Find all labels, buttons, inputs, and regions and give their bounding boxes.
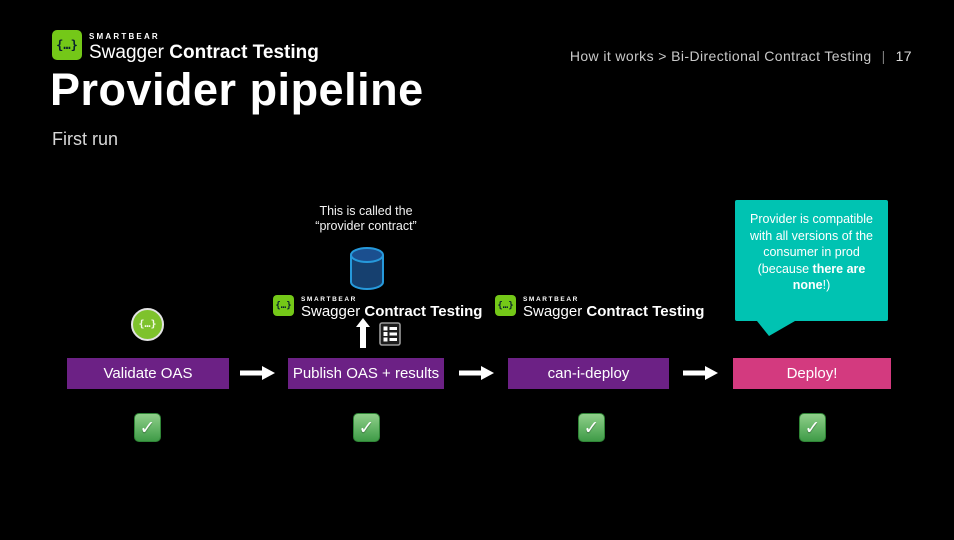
breadcrumb-bar: How it works > Bi-Directional Contract T…: [570, 48, 912, 64]
breadcrumb: How it works > Bi-Directional Contract T…: [569, 48, 872, 64]
callout-text-before: Provider is compatible with all versions…: [750, 212, 873, 276]
flow-arrow-icon: [683, 366, 718, 385]
callout-bubble: Provider is compatible with all versions…: [735, 200, 888, 336]
annotation-line-1: This is called the: [319, 204, 413, 218]
product-name-regular: Swagger: [523, 303, 583, 320]
product-name-bold: Contract Testing: [169, 42, 319, 63]
smartbear-brand-label: SMARTBEAR: [523, 296, 579, 303]
callout-text-after: !): [822, 278, 831, 292]
step-deploy: Deploy!: [733, 358, 891, 389]
swagger-circle-icon: {…}: [131, 308, 164, 341]
flow-arrow-icon: [240, 366, 275, 385]
page-number: 17: [895, 48, 912, 64]
slide-subtitle: First run: [52, 129, 119, 149]
callout-tail: [757, 321, 795, 336]
step-publish-oas-results: Publish OAS + results: [288, 358, 444, 389]
smartbear-braces-icon: {…}: [52, 30, 82, 60]
smartbear-brand-label: SMARTBEAR: [89, 32, 160, 41]
smartbear-braces-icon: {…}: [495, 295, 516, 316]
check-icon: ✓: [353, 413, 380, 442]
flow-arrow-icon: [459, 366, 494, 385]
product-name-regular: Swagger: [89, 42, 164, 63]
check-icon: ✓: [799, 413, 826, 442]
product-name: Swagger Contract Testing: [89, 42, 319, 64]
check-icon: ✓: [578, 413, 605, 442]
check-icon: ✓: [134, 413, 161, 442]
step-validate-oas: Validate OAS: [67, 358, 229, 389]
product-name-bold: Contract Testing: [364, 303, 483, 320]
product-name: Swagger Contract Testing: [301, 303, 482, 320]
provider-contract-annotation: This is called the “provider contract”: [276, 204, 456, 234]
callout-text-bold: there are none: [792, 261, 866, 293]
smartbear-brand-label: SMARTBEAR: [301, 296, 357, 303]
step-can-i-deploy: can-i-deploy: [508, 358, 669, 389]
annotation-line-2: “provider contract”: [315, 219, 417, 233]
product-name-regular: Swagger: [301, 303, 361, 320]
slide-title: Provider pipeline: [50, 64, 424, 115]
swagger-logo-publish: {…} SMARTBEAR Swagger Contract Testing: [273, 295, 482, 320]
smartbear-braces-icon: {…}: [273, 295, 294, 316]
product-name: Swagger Contract Testing: [523, 303, 704, 320]
swagger-logo-deploy-check: {…} SMARTBEAR Swagger Contract Testing: [495, 295, 704, 320]
upload-arrow-icon: [356, 318, 370, 353]
database-icon: [348, 246, 386, 296]
product-name-bold: Contract Testing: [586, 303, 705, 320]
test-results-icon: [379, 322, 401, 351]
breadcrumb-separator: |: [881, 48, 886, 64]
header-logo: {…} SMARTBEAR Swagger Contract Testing: [52, 30, 319, 64]
